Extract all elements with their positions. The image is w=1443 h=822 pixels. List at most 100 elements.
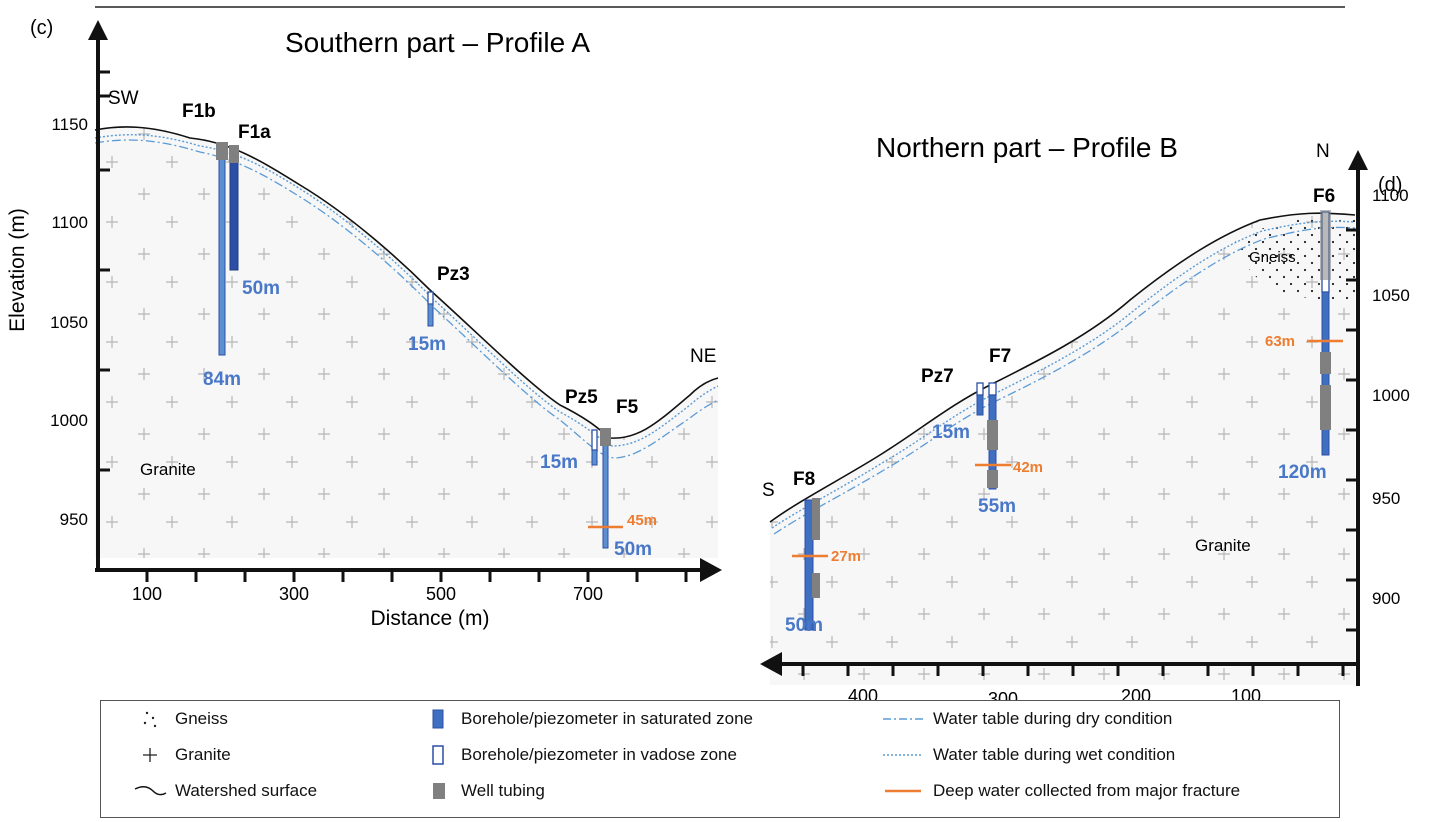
profile-a-title: Southern part – Profile A: [285, 27, 590, 58]
depth-label-f1b: 84m: [203, 369, 241, 390]
well-f1a: [229, 145, 239, 271]
fracture-label-f6: 63m: [1265, 333, 1295, 350]
depth-label-pz3: 15m: [408, 334, 446, 355]
profile-a-x-axis-label: Distance (m): [370, 607, 489, 630]
depth-label-pz5: 15m: [540, 452, 578, 473]
legend-item-tubing: Well tubing: [419, 781, 545, 801]
profile-a-y-tick: 1100: [51, 213, 88, 232]
fracture-label-f7: 42m: [1013, 459, 1043, 476]
fracture-label-f5: 45m: [627, 512, 657, 529]
profile-a-y-tick: 1000: [50, 411, 88, 430]
profile-b-surface: [769, 212, 1356, 523]
well-label-f6: F6: [1313, 186, 1335, 207]
profile-a-dir-left: SW: [108, 88, 139, 109]
fracture-label-f8: 27m: [831, 548, 861, 565]
profile-b-y-tick: 900: [1372, 589, 1400, 608]
profile-a-granite-pattern: [95, 126, 718, 559]
well-pz7: [976, 382, 984, 416]
profile-b-y-arrow: [1348, 150, 1368, 170]
profile-b-x-tick-marks: [801, 664, 1345, 676]
well-label-pz3: Pz3: [437, 264, 470, 285]
well-label-f7: F7: [989, 346, 1011, 367]
legend-item-surface: Watershed surface: [133, 781, 317, 801]
profile-b-y-tick: 950: [1372, 489, 1400, 508]
profile-a-x-tick: 500: [426, 584, 456, 604]
profile-a-wet-water-table: [94, 134, 719, 447]
profile-a: 1150 1100 1050 1000 950 100 300 500 700 …: [6, 6, 1345, 630]
profile-b-y-tick: 1100: [1372, 186, 1409, 205]
well-pz3: [427, 291, 434, 327]
profile-a-x-tick: 300: [279, 584, 309, 604]
legend-label: Watershed surface: [175, 781, 318, 800]
profile-b-gneiss-label: Gneiss: [1249, 249, 1296, 266]
profile-a-x-tick: 700: [573, 584, 603, 604]
surface-line-icon: [133, 781, 167, 801]
profile-b-y-tick: 1000: [1372, 386, 1410, 405]
well-f5: [588, 428, 623, 549]
profile-a-granite-label: Granite: [140, 460, 196, 479]
legend-label: Water table during dry condition: [933, 709, 1173, 728]
well-label-pz5: Pz5: [565, 387, 598, 408]
depth-label-pz7: 15m: [932, 422, 970, 443]
panel-label-c: (c): [30, 17, 53, 39]
legend-label: Water table during wet condition: [933, 745, 1176, 764]
gneiss-icon: [133, 709, 167, 729]
profile-b-x-tick: 300: [988, 689, 1018, 700]
tubing-icon: [419, 781, 453, 801]
profile-a-x-tick: 100: [132, 584, 162, 604]
granite-icon: [133, 745, 167, 765]
vadose-borehole-icon: [419, 745, 453, 765]
well-label-pz7: Pz7: [921, 366, 954, 387]
profile-b-granite-label: Granite: [1195, 536, 1251, 555]
dry-water-table-icon: [881, 709, 925, 729]
saturated-borehole-icon: [419, 709, 453, 729]
well-f8: [792, 498, 828, 631]
well-label-f8: F8: [793, 469, 815, 490]
profile-a-dry-water-table: [94, 139, 719, 459]
profile-a-y-tick-marks: [98, 70, 110, 472]
legend-item-dry: Water table during dry condition: [881, 709, 1172, 729]
legend-label: Well tubing: [461, 781, 545, 800]
profile-b-title: Northern part – Profile B: [876, 132, 1178, 163]
profile-b-x-arrow: [760, 652, 782, 676]
legend-label: Deep water collected from major fracture: [933, 781, 1241, 800]
well-label-f1a: F1a: [238, 122, 271, 143]
depth-label-f5: 50m: [614, 539, 652, 560]
profile-a-y-arrow: [88, 20, 108, 40]
legend-item-granite: Granite: [133, 745, 231, 765]
legend-label: Borehole/piezometer in saturated zone: [461, 709, 754, 728]
legend-item-saturated: Borehole/piezometer in saturated zone: [419, 709, 753, 729]
profile-a-y-tick: 1150: [51, 115, 88, 134]
profile-b-x-tick: 400: [848, 686, 878, 700]
well-f7: [975, 382, 1011, 490]
geologic-cross-sections: 1150 1100 1050 1000 950 100 300 500 700 …: [6, 6, 1410, 700]
profile-a-x-arrow: [700, 558, 722, 582]
legend-item-vadose: Borehole/piezometer in vadose zone: [419, 745, 737, 765]
wet-water-table-icon: [881, 745, 925, 765]
profile-a-surface: [94, 126, 719, 439]
well-f1b: [216, 142, 228, 356]
profile-b-dir-right: N: [1316, 141, 1330, 162]
legend-item-gneiss: Gneiss: [133, 709, 228, 729]
well-label-f1b: F1b: [182, 101, 216, 122]
profile-a-y-axis-label: Elevation (m): [6, 208, 29, 332]
well-pz5: [591, 429, 598, 466]
legend-item-wet: Water table during wet condition: [881, 745, 1175, 765]
profile-b-dry-water-table: [773, 226, 1356, 535]
well-label-f5: F5: [616, 397, 639, 418]
profile-b-y-tick-marks: [1346, 228, 1358, 632]
profile-b-dir-left: S: [762, 480, 775, 501]
depth-label-f8: 50m: [785, 615, 823, 636]
profile-a-dir-right: NE: [690, 346, 716, 367]
profile-b-wet-water-table: [771, 220, 1356, 529]
legend-label: Borehole/piezometer in vadose zone: [461, 745, 737, 764]
depth-label-f7: 55m: [978, 496, 1016, 517]
profile-b-granite-pattern: [770, 213, 1355, 685]
profile-a-x-tick-marks: [145, 570, 688, 582]
legend-item-fracture: Deep water collected from major fracture: [881, 781, 1240, 801]
profile-a-y-tick: 950: [60, 510, 88, 529]
profile-a-y-tick: 1050: [50, 313, 88, 332]
legend-label: Granite: [175, 745, 231, 764]
fracture-line-icon: [881, 781, 925, 801]
depth-label-f6: 120m: [1278, 462, 1327, 483]
